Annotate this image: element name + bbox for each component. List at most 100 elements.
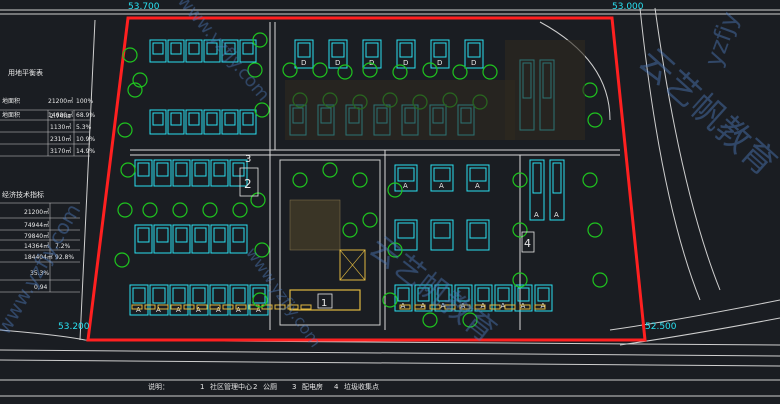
tree-icon — [352, 172, 368, 188]
building-unit-inner — [397, 222, 415, 239]
building-unit-inner — [433, 42, 447, 58]
building-unit-inner — [170, 42, 182, 55]
building-unit-inner — [152, 42, 164, 55]
building-type-label: A — [403, 182, 408, 190]
building-unit — [430, 164, 454, 192]
elevation-top-right: 53.000 — [612, 2, 644, 12]
svg-text:7.2%: 7.2% — [55, 243, 71, 250]
tree-icon — [322, 162, 338, 178]
building-unit — [549, 159, 565, 221]
building-unit — [134, 224, 153, 254]
building-unit-inner — [242, 42, 254, 55]
building-unit-inner — [213, 227, 226, 243]
svg-text:92.8%: 92.8% — [55, 254, 74, 261]
building-unit-inner — [132, 287, 146, 304]
tree-icon — [120, 162, 136, 178]
building-type-label: A — [475, 182, 480, 190]
svg-text:地面积: 地面积 — [2, 111, 20, 119]
building-unit — [210, 224, 229, 254]
building-type-label: A — [554, 211, 559, 219]
garage-bay — [459, 304, 471, 310]
tree-icon — [292, 172, 308, 188]
building-unit-inner — [437, 287, 450, 302]
building-type-label: D — [437, 59, 442, 67]
elevation-top-left: 53.700 — [128, 2, 160, 12]
building-unit — [394, 164, 418, 192]
technical-index-title: 经济技术指标 — [2, 190, 44, 199]
garage-bay — [196, 304, 208, 310]
east-plaza — [505, 40, 585, 140]
tree-icon — [382, 292, 398, 308]
building-type-label: A — [439, 182, 444, 190]
garage-bay — [287, 304, 299, 310]
tree-icon — [512, 222, 528, 238]
tree-icon — [312, 62, 328, 78]
building-unit — [172, 224, 191, 254]
tree-icon — [422, 62, 438, 78]
building-unit-inner — [170, 112, 182, 126]
building-unit — [239, 39, 257, 63]
svg-text:21200㎡: 21200㎡ — [24, 208, 49, 216]
building-type-label: A — [196, 306, 201, 314]
building-unit-inner — [172, 287, 186, 304]
internal-roads — [130, 22, 620, 330]
building-unit-inner — [433, 222, 451, 239]
plaza-hatch — [285, 80, 515, 140]
building-unit-inner — [297, 42, 311, 58]
building-type-label: A — [521, 302, 526, 310]
building-unit-inner — [365, 42, 379, 58]
garage-bay — [534, 304, 546, 310]
svg-text:yzfjy: yzfjy — [699, 8, 745, 70]
building-unit — [189, 284, 209, 316]
tree-icon — [114, 252, 130, 268]
building-unit — [394, 284, 413, 312]
tree-icon — [342, 222, 358, 238]
tree-icon — [582, 172, 598, 188]
building-unit-inner — [137, 162, 150, 177]
tree-icon — [452, 64, 468, 80]
svg-text:68.9%: 68.9% — [76, 112, 95, 119]
technical-index-table: 经济技术指标 21200㎡ 74944㎡ 79840㎡ 14364㎡ 7.2% … — [0, 190, 80, 293]
building-unit-inner — [242, 112, 254, 126]
building-unit — [185, 39, 203, 63]
building-unit — [328, 39, 348, 69]
building-type-label: A — [534, 211, 539, 219]
svg-text:www.yzfjy.com: www.yzfjy.com — [242, 244, 325, 351]
building-unit-inner — [469, 222, 487, 239]
building-unit-inner — [497, 287, 510, 302]
building-unit — [172, 159, 191, 187]
tree-icon — [172, 202, 188, 218]
building-unit-inner — [467, 42, 481, 58]
building-unit-inner — [212, 287, 226, 304]
svg-text:4: 4 — [334, 383, 339, 391]
zone-number-4: 4 — [524, 237, 531, 250]
svg-text:2.74ha: 2.74ha — [50, 113, 71, 120]
svg-text:74944㎡: 74944㎡ — [24, 221, 49, 229]
building-unit — [167, 109, 185, 135]
building-unit — [464, 39, 484, 69]
building-type-label: A — [481, 302, 486, 310]
building-unit — [129, 284, 149, 316]
building-unit-inner — [517, 287, 530, 302]
tree-icon — [362, 62, 378, 78]
building-unit — [210, 159, 229, 187]
svg-text:14600㎡: 14600㎡ — [48, 111, 73, 119]
building-unit — [534, 284, 553, 312]
building-unit-inner — [397, 287, 410, 302]
building-unit — [454, 284, 473, 312]
tree-icon — [592, 272, 608, 288]
building-unit — [229, 159, 248, 187]
garage-bay — [300, 304, 312, 310]
legend: 说明： 1 社区管理中心 2 公厕 3 配电房 4 垃圾收集点 — [148, 382, 379, 391]
garage-bay — [504, 304, 516, 310]
tree-icon — [117, 122, 133, 138]
garage-bay — [131, 304, 143, 310]
garage-bay — [183, 304, 195, 310]
building-unit — [394, 219, 418, 251]
road-network — [0, 7, 780, 397]
tree-icon — [252, 32, 268, 48]
building-type-label: A — [421, 302, 426, 310]
building-unit — [203, 39, 221, 63]
building-unit — [466, 164, 490, 192]
